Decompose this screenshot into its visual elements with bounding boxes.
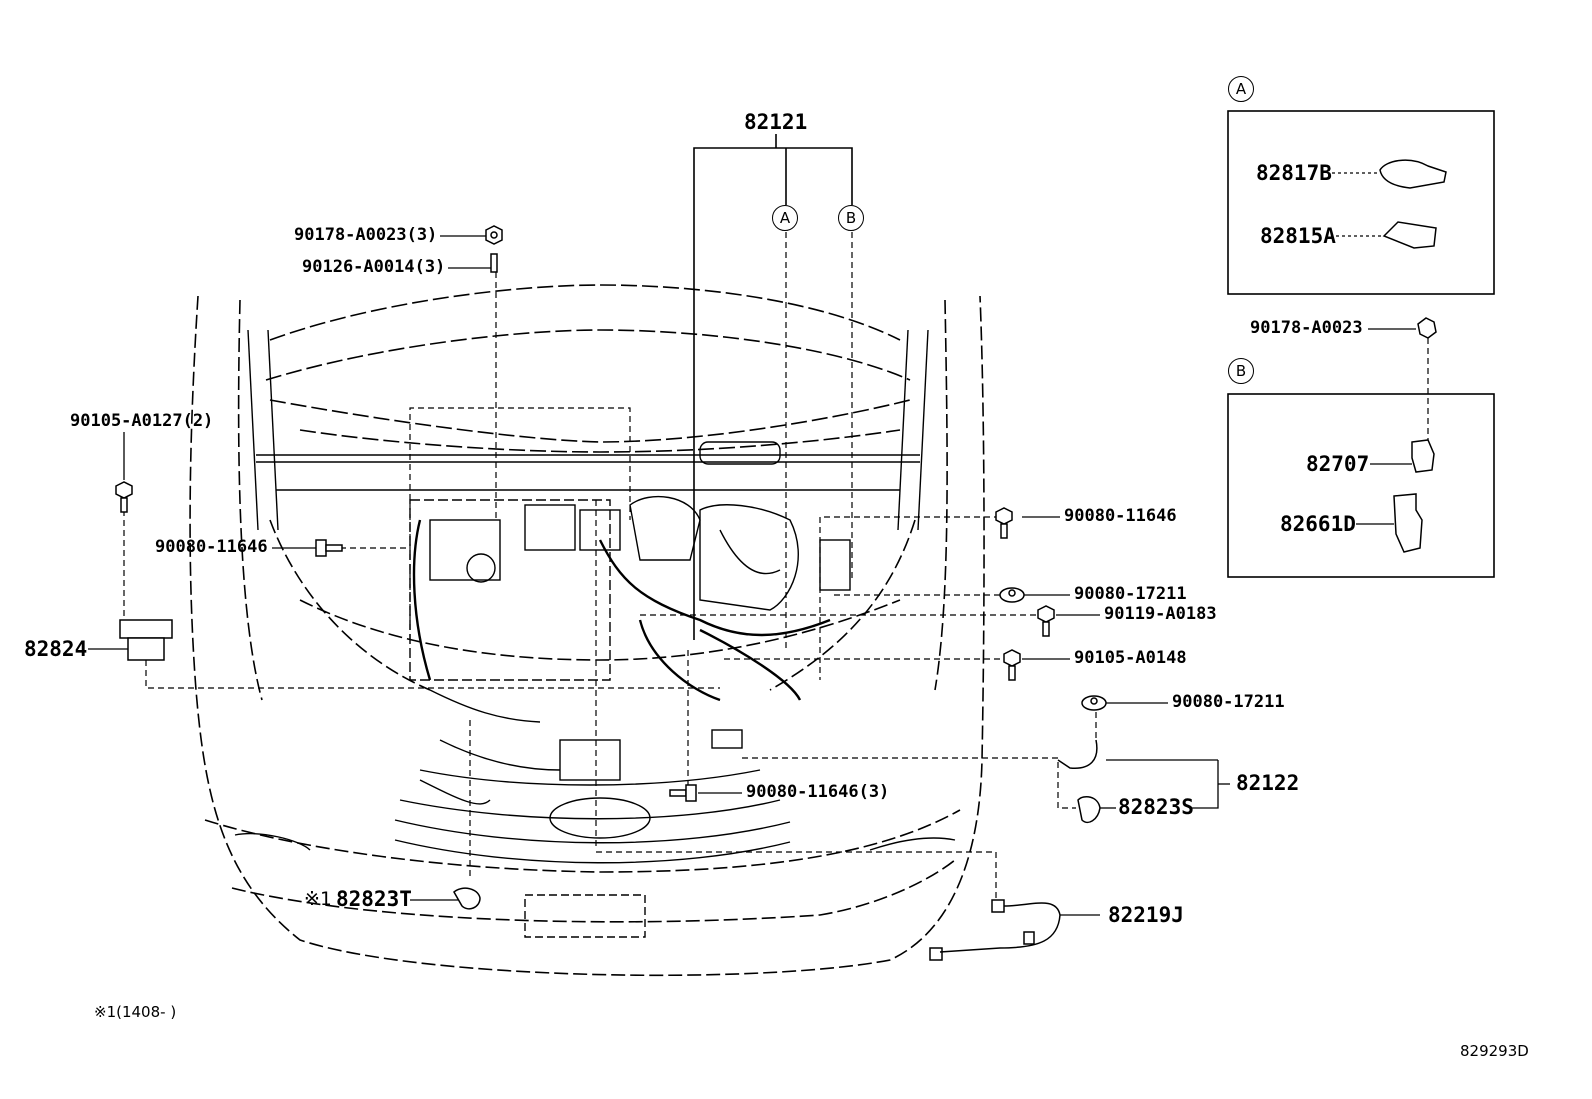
grommet-82823t-icon	[453, 887, 481, 910]
callout-90105-a0127: 90105-A0127(2)	[70, 411, 214, 431]
callout-90105-a0148: 90105-A0148	[1074, 648, 1187, 668]
part-82817b-icon	[1379, 159, 1447, 189]
callout-82219j: 82219J	[1108, 903, 1184, 927]
callout-90080-11646-3: 90080-11646(3)	[746, 782, 890, 802]
callout-90080-11646-right: 90080-11646	[1064, 506, 1177, 526]
nut-90178-b-icon	[1417, 317, 1437, 339]
open-hood	[265, 284, 911, 453]
callout-90080-11646-left: 90080-11646	[155, 537, 268, 557]
hood-supports	[247, 329, 929, 531]
callout-82824: 82824	[24, 637, 88, 661]
callout-90080-17211-b: 90080-17211	[1172, 692, 1285, 712]
callout-82817b: 82817B	[1256, 161, 1332, 185]
detail-a-marker: A	[1228, 76, 1254, 102]
callout-82823s: 82823S	[1118, 795, 1194, 819]
callout-90080-17211-a: 90080-17211	[1074, 584, 1187, 604]
nut-90178-icon	[485, 225, 503, 245]
marker-a: A	[772, 205, 798, 231]
leader-lines	[88, 235, 1230, 916]
callout-90178-a0023: 90178-A0023(3)	[294, 225, 438, 245]
callout-82823t: 82823T	[336, 887, 412, 911]
grommet-82823s-icon	[1077, 795, 1101, 824]
detail-b-box	[1227, 393, 1495, 578]
bolt-90080-bottom-icon	[669, 784, 697, 802]
detail-b-marker: B	[1228, 358, 1254, 384]
stud-90126-icon	[490, 253, 498, 273]
detail-b-leaders	[1356, 328, 1416, 525]
front-grille	[234, 769, 956, 938]
drawing-number: 829293D	[1460, 1042, 1529, 1060]
bolt-90105-left-icon	[115, 481, 133, 513]
bolt-90105-0148-icon	[1003, 649, 1021, 681]
wire-82219j-icon	[929, 899, 1061, 961]
callout-82121: 82121	[744, 110, 808, 134]
callout-82122: 82122	[1236, 771, 1300, 795]
callout-82815a: 82815A	[1260, 224, 1336, 248]
vehicle-body-outline	[189, 295, 985, 977]
marker-b: B	[838, 205, 864, 231]
detail-a-box	[1227, 110, 1495, 295]
engine-components	[409, 495, 851, 805]
connector-82824-icon	[119, 619, 173, 661]
footnote: ※1(1408- )	[94, 1003, 177, 1021]
callout-82707: 82707	[1306, 452, 1370, 476]
clip-90119-icon	[1037, 605, 1055, 637]
bolt-90080-right-icon	[995, 507, 1013, 539]
harness-82121-bracket	[693, 134, 853, 640]
note-mark-1: ※1	[304, 888, 332, 910]
part-82707-icon	[1411, 439, 1435, 473]
detail-leaders	[1332, 172, 1384, 237]
wire-82122-icon	[1057, 739, 1098, 769]
callout-82661d: 82661D	[1280, 512, 1356, 536]
callout-90119-a0183: 90119-A0183	[1104, 604, 1217, 624]
part-82661d-icon	[1393, 493, 1423, 553]
nut-90080-17211-icon	[999, 587, 1025, 603]
part-82815a-icon	[1382, 221, 1437, 249]
callout-90126-a0014: 90126-A0014(3)	[302, 257, 446, 277]
dashed-leaders	[123, 232, 1429, 900]
bolt-90080-left-icon	[315, 539, 343, 557]
nut-90080-17211-b-icon	[1081, 695, 1107, 711]
callout-90178-a0023-b: 90178-A0023	[1250, 318, 1363, 338]
